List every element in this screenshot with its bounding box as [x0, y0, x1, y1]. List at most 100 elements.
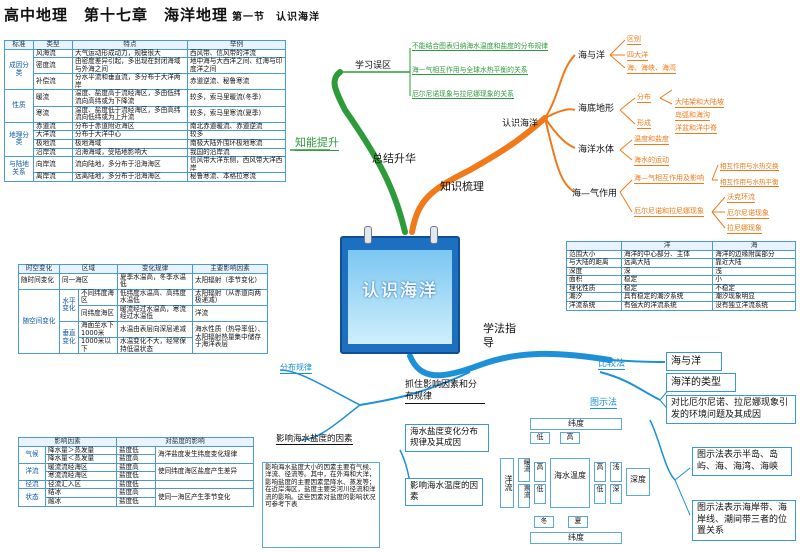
table-row: 极地流 极地海域 南极大陆外围环极地寒流 [5, 138, 286, 149]
type-cell: 暖流 [33, 89, 73, 107]
type-cell: 向岸流 [33, 156, 73, 174]
calendar-ring-icon [430, 226, 438, 244]
mistake-item: 不能结合图表归纳海水温度和盐度的分布规律 [412, 42, 548, 51]
diagram-deep: 深 [610, 484, 622, 504]
type-cell: 补偿流 [33, 73, 73, 91]
type-cell: 离岸流 [33, 172, 73, 182]
ocean-image [348, 250, 452, 344]
node-item: 温度和盐度 [634, 135, 669, 145]
table-header-cell: 时空变化 [18, 264, 60, 274]
salinity-table: 影响因素 对盐度的影响 气候 降水量＞蒸发量 盐度低 海洋盐度发生纬度变化规律 … [18, 437, 254, 507]
cell: 1000米以下 [78, 337, 118, 355]
cell: 融冰 [45, 497, 117, 507]
temperature-factor-diagram: 纬度 低 高 洋流 暖流 寒流 高 低 海水温度 高 低 浅 深 深度 冬 夏 … [500, 418, 650, 546]
table-row: 性质 暖流 温度、盐度高于流经海区，多由低纬流向高纬或为下降流 较多，索马里暖流… [4, 89, 286, 123]
table-row: 垂直变化 海面至水下1000米 水温由表层向深层递减 海水性质（热导率低）、太阳… [19, 321, 268, 355]
cell: 太阳辐射（季节变化） [192, 272, 268, 290]
table-header-row: 影响因素 对盐度的影响 [18, 437, 254, 447]
group-cell: 地理分类 [4, 121, 34, 158]
node-item: 沃克环流 [727, 193, 755, 203]
cell: 水平变化 [59, 288, 79, 323]
center-calendar: 认识海洋 [340, 226, 460, 354]
node-item: 岛弧和海沟 [675, 111, 710, 121]
table-header-cell: 对盐度的影响 [116, 437, 254, 447]
node-item: 分布 [637, 93, 651, 103]
diagram-high: 高 [594, 462, 606, 482]
cell: 浅 [712, 266, 796, 277]
diagram-high: 高 [560, 432, 580, 444]
table-header-row: 洋 海 [566, 241, 796, 251]
node-item: 厄尔尼诺现象 [727, 209, 769, 219]
table-row: 与大陆的距离远离大陆靠近大陆 [566, 258, 796, 268]
cell: 水温变化不大，经常保持低温状态 [117, 337, 193, 355]
example-cell: 地中海与大西洋之间、红海与印度洋之间 [187, 57, 286, 75]
group-cell: 性质 [4, 89, 34, 123]
branch-mistakes: 学习误区 [355, 61, 392, 71]
node-item: 区别 [627, 35, 641, 45]
cell: 暖流经过水温高，寒流经过水温低 [117, 304, 193, 323]
example-cell: 赤道逆流、秘鲁寒流 [187, 73, 286, 91]
table-header-cell: 洋 [620, 241, 714, 251]
table-header-cell: 变化规律 [117, 264, 193, 274]
diagram-winter: 冬 [534, 516, 554, 528]
table-row: 地理分类 赤道流 分布于赤道附近海区 南北赤道暖流、赤道逆流 [4, 121, 286, 158]
ocean-current-table: 标准 类型 特点 举例 成因分类 风海流 大气运动形成动力，规模很大 西风带、信… [4, 40, 286, 182]
diagram-cold: 寒流 [518, 484, 530, 508]
cell: 远离大陆 [620, 258, 714, 268]
table-row: 范围大小海洋的中心部分、主体海洋的边缘附属部分 [566, 249, 796, 260]
method-compare: 比较法 [598, 356, 626, 370]
diagram-center: 海水温度 [550, 458, 590, 508]
type-cell: 风海流 [33, 48, 73, 59]
node-item: 四大洋 [627, 51, 648, 61]
cell: 状态 [18, 488, 46, 507]
node-item: 洋盆和洋中脊 [675, 124, 717, 134]
cell: 同纬度海区 [78, 304, 118, 323]
node-item: 海、海峡、海湾 [627, 64, 676, 74]
table-row: 面积稳定小 [566, 275, 796, 285]
example-cell: 秘鲁寒流、本格拉寒流 [187, 172, 286, 182]
compare-item: 海与洋 [666, 352, 722, 371]
salinity-factors-node: 影响海水盐度的因素 [276, 434, 353, 445]
table-row: 洋流 暖流流经海区 盐度高 使同纬度海区盐度产生差异 [18, 462, 254, 481]
branch-summary: 总结升华 [372, 152, 416, 165]
cell: 与大陆的距离 [566, 258, 622, 268]
table-row: 同纬度海区 暖流经过水温高，寒流经过水温低 洋流 [19, 304, 268, 323]
node-item: 海水的运动 [634, 156, 669, 166]
cell: 气候 [18, 445, 46, 464]
type-cell: 沿岸流 [33, 147, 73, 158]
node-item: 海—气相互作用及影响 [634, 174, 704, 184]
compare-item: 海洋的类型 [666, 373, 736, 392]
feature-cell: 极地海域 [72, 138, 188, 149]
cell: 径流 [18, 479, 46, 490]
diagram-bottom-label: 纬度 [530, 532, 622, 544]
group-cell: 与陆地关系 [4, 156, 34, 182]
table-row: 密度流 由密度差异引起，多出现在封闭海域与外海之间 地中海与大西洋之间、红海与印… [5, 57, 286, 75]
sea-ocean-compare-table: 洋 海 范围大小海洋的中心部分、主体海洋的边缘附属部分 与大陆的距离远离大陆靠近… [566, 241, 796, 311]
diagram-shallow: 浅 [610, 462, 622, 482]
node-seabed: 海底地形 [578, 104, 615, 114]
cell: 夏季水温高，冬季水温低 [117, 272, 193, 290]
learn-ocean-node: 认识海洋 [502, 119, 539, 129]
diagram-low: 低 [530, 432, 550, 444]
diagram-low: 低 [534, 484, 546, 504]
node-item: 大陆架和大陆坡 [675, 98, 724, 108]
node-item: 相互作用与水热交换 [720, 162, 779, 171]
cell: 降水量＜蒸发量 [45, 454, 117, 464]
calendar-body [340, 236, 460, 354]
type-cell: 极地流 [33, 138, 73, 149]
salinity-note: 影响海水盐度大小的因素主要有气候、洋流、径流等。其中，在外海和大洋，影响盐度的主… [262, 462, 380, 548]
cell: 不同纬度海区 [78, 288, 118, 306]
page-title: 高中地理 第十七章 海洋地理第一节 认识海洋 [4, 6, 321, 24]
table-header-row: 标准 类型 特点 举例 [4, 40, 286, 50]
mistake-item: 厄尔尼诺现象与拉尼娜现象的关系 [412, 90, 514, 99]
node-air-sea: 海—气作用 [572, 189, 618, 199]
diagram-high: 高 [534, 462, 546, 482]
node-item: 形成 [637, 119, 651, 129]
table-header-cell: 主要影响因素 [192, 264, 268, 274]
node-item: 厄尔尼诺和拉尼娜现象 [634, 207, 704, 217]
table-header-cell: 海 [712, 241, 796, 251]
compare-item: 对比厄尔尼诺、拉尼娜现象引发的环境问题及其成因 [666, 395, 796, 425]
cell: 海水性质（热导率低）、太阳辐射热量集中储存于海洋表层 [192, 321, 268, 355]
example-cell: 较多，索马里暖流(冬季) [187, 89, 286, 107]
